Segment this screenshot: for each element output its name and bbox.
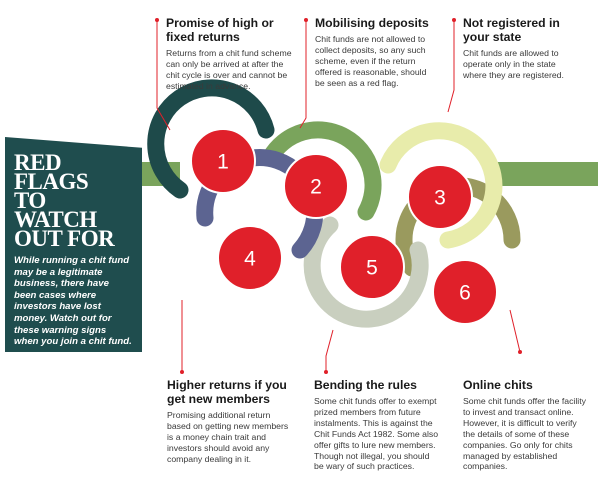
leader-line-3 [447, 20, 455, 113]
leader-line-5 [325, 329, 334, 372]
callout-6-text: Some chit funds offer the facility to in… [463, 396, 586, 472]
leader-line-2 [299, 20, 307, 129]
green-band-right [486, 162, 598, 186]
sidebar-intro: While running a chit fund may be a legit… [14, 255, 132, 348]
callout-6: Online chits Some chit funds offer the f… [463, 378, 595, 472]
leader-dot-6 [518, 350, 522, 354]
leader-dot-3 [452, 18, 456, 22]
badge-number-6: 6 [459, 282, 471, 305]
badge-5 [339, 234, 405, 300]
badge-number-3: 3 [434, 187, 446, 210]
leader-line-1 [156, 20, 171, 131]
badge-3 [407, 164, 473, 230]
callout-2-title: Mobilising deposits [315, 16, 429, 30]
callout-2: Mobilising deposits Chit funds are not a… [315, 16, 440, 89]
leader-dot-4 [180, 370, 184, 374]
leader-line-6 [509, 309, 521, 353]
badge-6 [432, 259, 498, 325]
callout-3: Not registered in your state Chit funds … [463, 16, 588, 81]
ring-2 [261, 121, 382, 221]
callout-2-text: Chit funds are not allowed to collect de… [315, 34, 427, 88]
callout-5-title: Bending the rules [314, 378, 417, 392]
callout-3-text: Chit funds are allowed to operate only i… [463, 48, 564, 80]
leader-dot-2 [304, 18, 308, 22]
callout-4-title: Higher returns if you get new members [167, 378, 287, 406]
ring-1 [147, 79, 275, 199]
callout-4-text: Promising additional return based on get… [167, 410, 289, 464]
leader-dot-5 [324, 370, 328, 374]
badge-2 [283, 153, 349, 219]
callout-1-text: Returns from a chit fund scheme can only… [166, 48, 292, 91]
callout-3-title: Not registered in your state [463, 16, 560, 44]
leader-dot-1 [155, 18, 159, 22]
sidebar-title: RED FLAGS TO WATCH OUT FOR [14, 150, 115, 251]
badge-number-1: 1 [217, 151, 229, 174]
badge-1 [190, 128, 256, 194]
callout-5: Bending the rules Some chit funds offer … [314, 378, 456, 472]
sidebar-panel: RED FLAGS TO WATCH OUT FOR While running… [5, 137, 142, 352]
callout-4: Higher returns if you get new members Pr… [167, 378, 312, 465]
callout-1-title: Promise of high or fixed returns [166, 16, 274, 44]
badge-number-4: 4 [244, 248, 256, 271]
callout-6-title: Online chits [463, 378, 533, 392]
badge-4 [217, 225, 283, 291]
ring-5 [303, 216, 429, 328]
badge-number-5: 5 [366, 257, 378, 280]
callout-1: Promise of high or fixed returns Returns… [166, 16, 306, 92]
callout-5-text: Some chit funds offer to exempt prized m… [314, 396, 439, 472]
badge-number-2: 2 [310, 176, 322, 199]
ring-3 [379, 122, 503, 249]
